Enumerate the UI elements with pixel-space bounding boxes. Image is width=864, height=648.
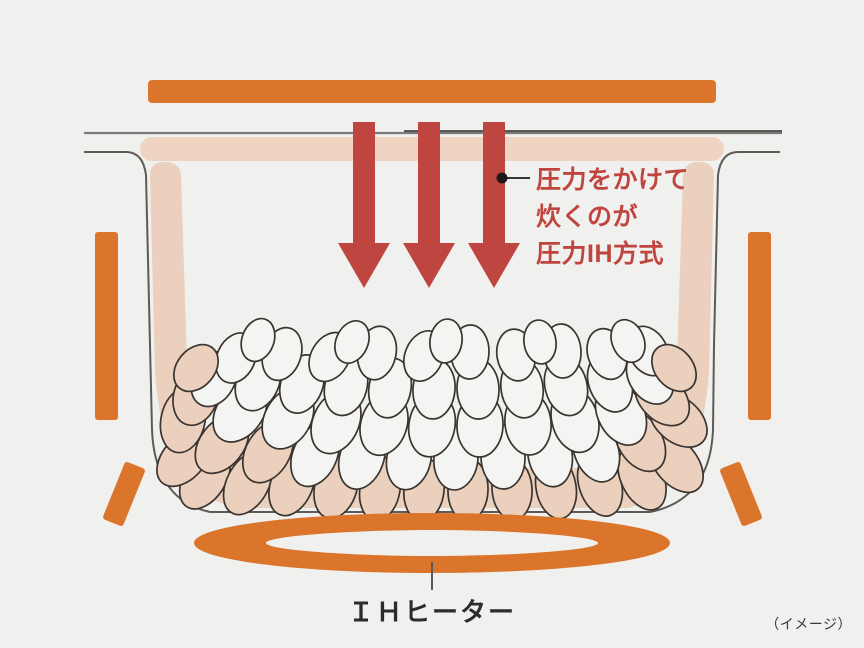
pot-outline-right bbox=[713, 151, 780, 346]
ih-heater-label: ＩＨヒーター bbox=[347, 597, 516, 627]
right-corner-heater-bar bbox=[720, 462, 762, 526]
pressure-arrow-1 bbox=[338, 122, 390, 288]
annotation-line-3: 圧力IH方式 bbox=[536, 240, 665, 268]
pressure-arrow-3 bbox=[468, 122, 520, 288]
left-corner-heater-bar bbox=[103, 462, 145, 526]
left-side-heater-bar bbox=[95, 232, 118, 420]
top-induction-bar bbox=[148, 80, 716, 103]
rice-grains bbox=[156, 317, 708, 522]
callout-dot-icon bbox=[496, 172, 508, 184]
pressure-arrows bbox=[338, 122, 520, 288]
pot-outline-left bbox=[84, 151, 151, 346]
pressure-arrow-2 bbox=[403, 122, 455, 288]
right-side-heater-bar bbox=[748, 232, 771, 420]
bottom-ring-heater bbox=[194, 513, 670, 573]
annotation-line-2: 炊くのが bbox=[536, 203, 639, 231]
image-caption: （イメージ） bbox=[765, 616, 852, 632]
annotation-line-1: 圧力をかけて bbox=[536, 166, 690, 194]
